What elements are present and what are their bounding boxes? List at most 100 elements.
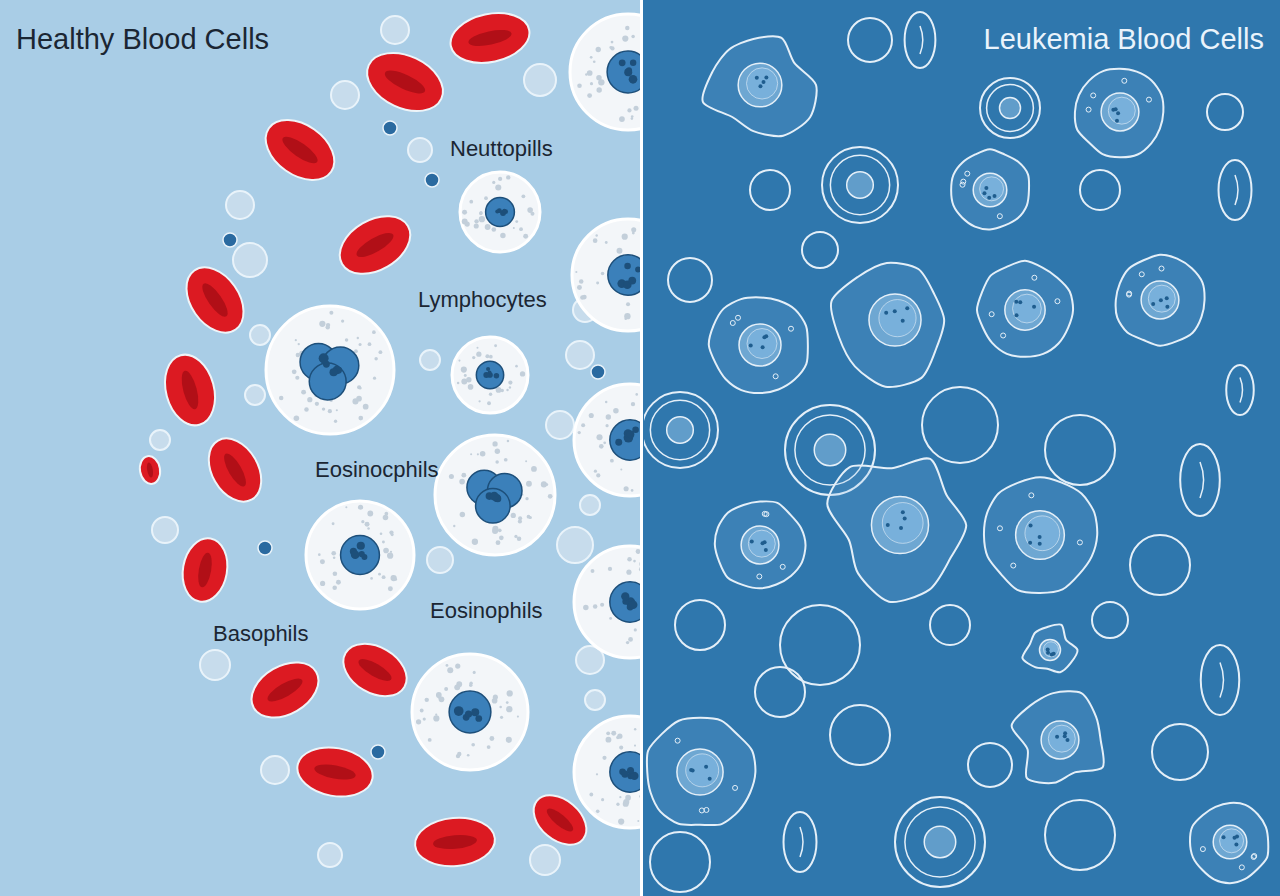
leukemia-cell bbox=[951, 149, 1029, 229]
white-blood-cell bbox=[412, 654, 528, 770]
white-blood-cell bbox=[306, 501, 414, 609]
red-blood-cell bbox=[330, 204, 421, 285]
leukemia-cell bbox=[1045, 415, 1115, 485]
red-blood-cell bbox=[198, 429, 272, 511]
leukemia-cell bbox=[830, 705, 890, 765]
platelet bbox=[331, 81, 359, 109]
platelet bbox=[233, 243, 267, 277]
leukemia-cell bbox=[1190, 803, 1268, 883]
leukemia-cell bbox=[1180, 444, 1220, 516]
platelet bbox=[381, 16, 409, 44]
leukemia-cell bbox=[668, 258, 712, 302]
leukemia-cell bbox=[1045, 800, 1115, 870]
white-blood-cell bbox=[266, 306, 394, 434]
white-blood-cell bbox=[572, 219, 641, 331]
platelet bbox=[557, 527, 593, 563]
platelet bbox=[261, 756, 289, 784]
leukemia-cell bbox=[715, 501, 806, 588]
red-blood-cell bbox=[255, 108, 346, 193]
divider-line bbox=[640, 0, 643, 896]
leukemia-cell bbox=[1207, 94, 1243, 130]
platelet bbox=[580, 495, 600, 515]
leukemia-cell bbox=[709, 297, 808, 393]
platelet bbox=[566, 341, 594, 369]
leukemia-cell bbox=[802, 232, 838, 268]
white-blood-cell bbox=[452, 337, 528, 413]
red-blood-cell bbox=[413, 815, 497, 870]
platelet bbox=[150, 430, 170, 450]
leukemia-cell bbox=[1080, 170, 1120, 210]
platelet bbox=[420, 350, 440, 370]
leukemia-cell bbox=[1130, 535, 1190, 595]
panel: Leukemia Blood Cells bbox=[643, 0, 1280, 896]
platelet bbox=[245, 385, 265, 405]
healthy-ground bbox=[0, 0, 642, 896]
leukemia-cell bbox=[922, 387, 998, 463]
leukemia-cell bbox=[780, 605, 860, 685]
white-blood-cell bbox=[460, 172, 540, 252]
leukemia-cell bbox=[827, 458, 966, 602]
panel-heading: Healthy Blood Cells bbox=[16, 22, 269, 57]
leukemia-cell bbox=[1152, 724, 1208, 780]
platelet bbox=[200, 650, 230, 680]
leukemia-cell bbox=[647, 718, 756, 825]
white-blood-cell bbox=[574, 716, 641, 828]
red-blood-cell bbox=[293, 742, 376, 802]
leukemia-cell bbox=[1022, 624, 1077, 672]
cell-type-label: Neuttopills bbox=[450, 136, 553, 162]
red-blood-cell bbox=[446, 6, 534, 70]
leukemia-cell bbox=[1226, 365, 1254, 415]
leukemia-cell bbox=[848, 18, 892, 62]
small-dot bbox=[371, 745, 385, 759]
small-dot bbox=[425, 173, 439, 187]
leukemia-cell bbox=[980, 78, 1040, 138]
cell-type-label: Lymphocytes bbox=[418, 287, 547, 313]
leukemia-cell bbox=[644, 392, 718, 468]
leukemia-cell bbox=[650, 832, 710, 892]
leukemia-cell bbox=[1219, 160, 1252, 220]
cell-type-label: Basophils bbox=[213, 621, 308, 647]
leukemia-cell bbox=[750, 170, 790, 210]
platelet bbox=[546, 411, 574, 439]
platelet bbox=[250, 325, 270, 345]
leukemia-cell bbox=[977, 261, 1073, 357]
leukemia-cell bbox=[1075, 69, 1163, 157]
red-blood-cell bbox=[242, 651, 328, 729]
platelet bbox=[530, 845, 560, 875]
platelet bbox=[226, 191, 254, 219]
red-blood-cell bbox=[334, 633, 416, 707]
leukemia-cells bbox=[644, 12, 1268, 892]
white-blood-cell bbox=[570, 14, 641, 130]
small-dot bbox=[223, 233, 237, 247]
platelet bbox=[318, 843, 342, 867]
leukemia-cell bbox=[905, 12, 936, 68]
cell-type-label: Eosinophils bbox=[430, 598, 543, 624]
leukemia-cell bbox=[822, 147, 898, 223]
leukemia-cell bbox=[784, 812, 817, 872]
panel-heading: Leukemia Blood Cells bbox=[984, 22, 1264, 57]
platelet bbox=[152, 517, 178, 543]
leukemia-cell bbox=[1092, 602, 1128, 638]
platelet bbox=[585, 690, 605, 710]
red-blood-cell bbox=[178, 535, 232, 606]
leukemia-cell bbox=[675, 600, 725, 650]
leukemia-cell bbox=[1201, 645, 1240, 715]
leukemia-cell bbox=[755, 667, 805, 717]
platelet bbox=[408, 138, 432, 162]
leukemia-cell bbox=[1116, 255, 1205, 346]
red-blood-cell bbox=[358, 42, 452, 123]
platelet bbox=[427, 547, 453, 573]
platelet bbox=[524, 64, 556, 96]
red-blood-cell bbox=[158, 349, 223, 431]
leukemia-cell bbox=[1012, 691, 1104, 783]
small-dot bbox=[383, 121, 397, 135]
white-blood-cell bbox=[435, 435, 555, 555]
small-dot bbox=[258, 541, 272, 555]
leukemia-cell bbox=[702, 36, 816, 136]
red-blood-cell bbox=[138, 454, 163, 485]
healthy-cells bbox=[138, 6, 641, 875]
leukemia-cell bbox=[968, 743, 1012, 787]
panel: Healthy Blood Cells bbox=[0, 0, 640, 896]
leukemia-cell bbox=[984, 477, 1097, 593]
white-blood-cell bbox=[574, 546, 641, 658]
